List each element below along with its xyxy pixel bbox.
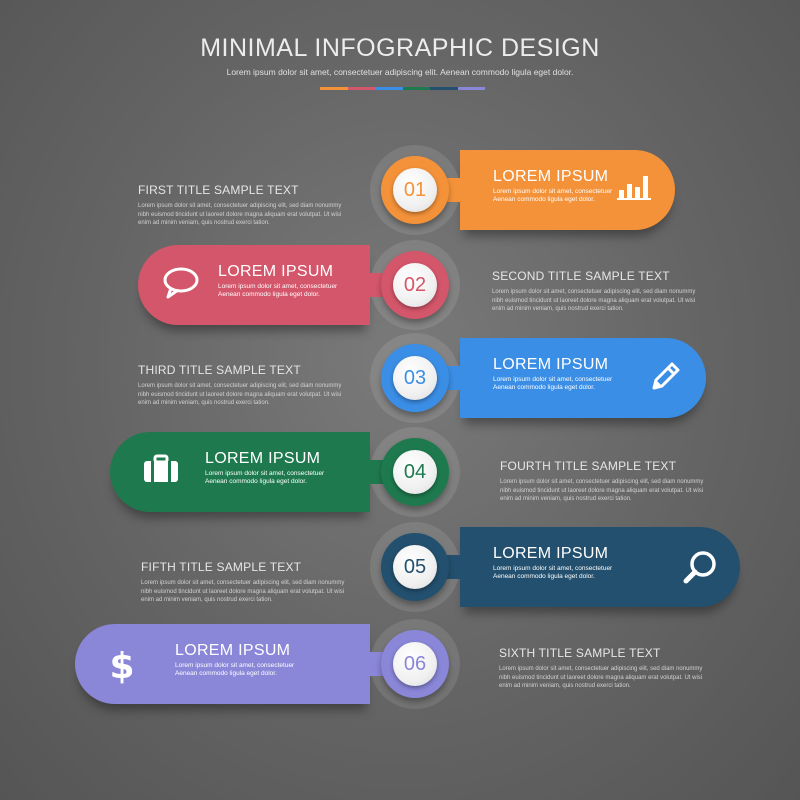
dollar-icon: $ xyxy=(107,646,137,691)
briefcase-icon xyxy=(142,454,180,489)
step-pill: LOREM IPSUM Lorem ipsum dolor sit amet, c… xyxy=(110,432,370,512)
step-number: 03 xyxy=(393,356,437,400)
pill-label: LOREM IPSUM xyxy=(493,545,609,562)
side-title: FIRST TITLE SAMPLE TEXT xyxy=(138,183,299,197)
pill-body: Lorem ipsum dolor sit amet, consectetuer… xyxy=(493,188,613,203)
step-number: 01 xyxy=(393,168,437,212)
side-text-block: FIRST TITLE SAMPLE TEXT Lorem ipsum dolor… xyxy=(138,183,348,228)
bar-chart-icon xyxy=(617,172,653,205)
step-number: 06 xyxy=(393,642,437,686)
pill-label: LOREM IPSUM xyxy=(493,168,609,185)
pill-label: LOREM IPSUM xyxy=(175,642,291,659)
pill-body: Lorem ipsum dolor sit amet, consectetuer… xyxy=(175,662,295,677)
side-title: SECOND TITLE SAMPLE TEXT xyxy=(492,269,670,283)
speech-bubble-icon xyxy=(162,267,200,304)
color-bar xyxy=(320,87,485,90)
step-node: 01 xyxy=(381,156,449,224)
step-node: 04 xyxy=(381,438,449,506)
pill-body: Lorem ipsum dolor sit amet, consectetuer… xyxy=(205,470,325,485)
step-pill: LOREM IPSUM Lorem ipsum dolor sit amet, c… xyxy=(460,527,740,607)
step-node: 05 xyxy=(381,533,449,601)
step-number: 02 xyxy=(393,263,437,307)
step-pill: LOREM IPSUM Lorem ipsum dolor sit amet, c… xyxy=(75,624,370,704)
color-bar-segment xyxy=(402,87,430,90)
side-body: Lorem ipsum dolor sit amet, consectetuer… xyxy=(492,289,696,312)
step-pill: LOREM IPSUM Lorem ipsum dolor sit amet, c… xyxy=(460,338,706,418)
svg-text:$: $ xyxy=(109,646,134,686)
step-pill: LOREM IPSUM Lorem ipsum dolor sit amet, c… xyxy=(138,245,370,325)
color-bar-segment xyxy=(375,87,403,90)
pill-body: Lorem ipsum dolor sit amet, consectetuer… xyxy=(493,565,613,580)
step-node: 02 xyxy=(381,251,449,319)
pill-body: Lorem ipsum dolor sit amet, consectetuer… xyxy=(493,376,613,391)
infographic-title: MINIMAL INFOGRAPHIC DESIGN xyxy=(200,34,600,62)
color-bar-segment xyxy=(347,87,375,90)
side-text-block: FOURTH TITLE SAMPLE TEXT Lorem ipsum dolo… xyxy=(500,459,710,504)
pill-body: Lorem ipsum dolor sit amet, consectetuer… xyxy=(218,283,338,298)
side-text-block: SECOND TITLE SAMPLE TEXT Lorem ipsum dolo… xyxy=(492,269,702,314)
side-text-block: SIXTH TITLE SAMPLE TEXT Lorem ipsum dolor… xyxy=(499,646,709,691)
magnifier-icon xyxy=(682,549,720,592)
step-number: 04 xyxy=(393,450,437,494)
side-title: THIRD TITLE SAMPLE TEXT xyxy=(138,363,301,377)
infographic-subtitle: Lorem ipsum dolor sit amet, consectetuer… xyxy=(226,67,574,77)
side-title: FOURTH TITLE SAMPLE TEXT xyxy=(500,459,677,473)
side-body: Lorem ipsum dolor sit amet, consectetuer… xyxy=(500,479,704,502)
step-node: 06 xyxy=(381,630,449,698)
side-title: SIXTH TITLE SAMPLE TEXT xyxy=(499,646,661,660)
step-pill: LOREM IPSUM Lorem ipsum dolor sit amet, c… xyxy=(460,150,675,230)
color-bar-segment xyxy=(430,87,458,90)
pencil-icon xyxy=(648,360,682,399)
side-body: Lorem ipsum dolor sit amet, consectetuer… xyxy=(499,666,703,689)
pill-label: LOREM IPSUM xyxy=(205,450,321,467)
step-node: 03 xyxy=(381,344,449,412)
side-body: Lorem ipsum dolor sit amet, consectetuer… xyxy=(138,383,342,406)
color-bar-segment xyxy=(457,87,485,90)
color-bar-segment xyxy=(320,87,348,90)
pill-label: LOREM IPSUM xyxy=(218,263,334,280)
side-text-block: THIRD TITLE SAMPLE TEXT Lorem ipsum dolor… xyxy=(138,363,348,408)
side-title: FIFTH TITLE SAMPLE TEXT xyxy=(141,560,302,574)
step-number: 05 xyxy=(393,545,437,589)
pill-label: LOREM IPSUM xyxy=(493,356,609,373)
side-body: Lorem ipsum dolor sit amet, consectetuer… xyxy=(138,203,342,226)
side-body: Lorem ipsum dolor sit amet, consectetuer… xyxy=(141,580,345,603)
side-text-block: FIFTH TITLE SAMPLE TEXT Lorem ipsum dolor… xyxy=(141,560,351,605)
